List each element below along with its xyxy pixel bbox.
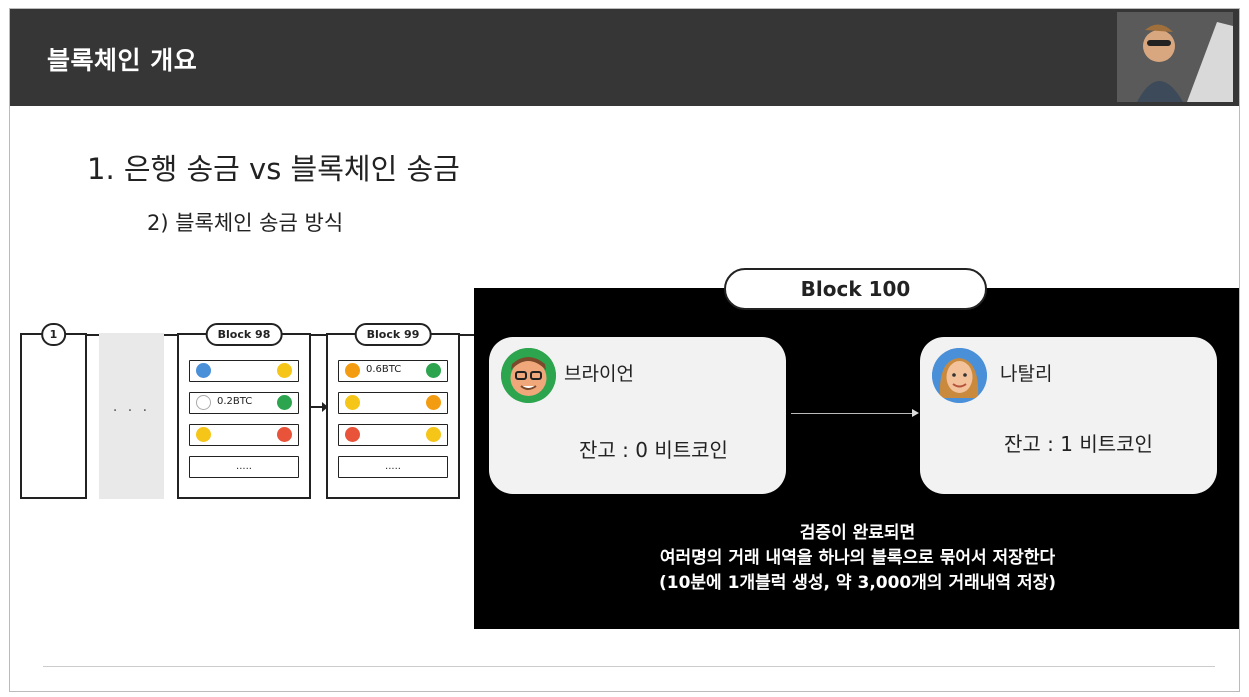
first-block: 1 [20, 323, 87, 499]
user-avatar-icon [345, 427, 360, 442]
sender-balance: 잔고 : 0 비트코인 [579, 438, 728, 462]
user-avatar-icon [426, 395, 441, 410]
transaction-row [338, 424, 448, 446]
transaction-row [189, 360, 299, 382]
block-99-label: Block 99 [354, 323, 432, 346]
user-avatar-icon [426, 427, 441, 442]
chain-arrow [311, 402, 328, 412]
caption-line-2: 여러명의 거래 내역을 하나의 블록으로 묶어서 저장한다 [659, 548, 1056, 568]
caption-line-1: 검증이 완료되면 [799, 523, 916, 543]
transfer-arrow [791, 409, 919, 417]
receiver-balance: 잔고 : 1 비트코인 [1004, 432, 1153, 456]
transaction-amount: 0.6BTC [366, 364, 402, 375]
block-100-label: Block 100 [724, 268, 987, 310]
receiver-name: 나탈리 [1000, 363, 1053, 385]
user-avatar-icon [426, 363, 441, 378]
user-avatar-icon [196, 395, 211, 410]
sender-card: 브라이언 잔고 : 0 비트코인 [489, 337, 786, 494]
block-99: Block 99 0.6BTC ..... [326, 323, 460, 499]
user-avatar-icon [345, 395, 360, 410]
receiver-card: 나탈리 잔고 : 1 비트코인 [920, 337, 1217, 494]
user-avatar-icon [196, 427, 211, 442]
user-avatar-icon [277, 427, 292, 442]
slide: 블록체인 개요 1. 은행 송금 vs 블록체인 송금 2) 블록체인 송금 방… [9, 8, 1240, 692]
user-avatar-icon [277, 363, 292, 378]
ellipsis: · · · [112, 403, 151, 419]
transaction-row [338, 392, 448, 414]
omitted-blocks: · · · [99, 333, 164, 499]
caption-line-3: (10분에 1개블럭 생성, 약 3,000개의 거래내역 저장) [658, 573, 1056, 593]
user-avatar-icon [277, 395, 292, 410]
transaction-row: 0.2BTC [189, 392, 299, 414]
transaction-row [189, 424, 299, 446]
transaction-row: 0.6BTC [338, 360, 448, 382]
user-avatar-icon [196, 363, 211, 378]
transaction-amount: 0.2BTC [217, 396, 253, 407]
sender-avatar-icon [501, 348, 556, 403]
section-heading: 1. 은행 송금 vs 블록체인 송금 [87, 152, 460, 186]
subsection-heading: 2) 블록체인 송금 방식 [147, 211, 344, 235]
footer-divider [43, 666, 1215, 667]
user-avatar-icon [345, 363, 360, 378]
more-transactions: ..... [385, 461, 401, 472]
block-98-label: Block 98 [205, 323, 283, 346]
receiver-avatar-icon [932, 348, 987, 403]
sender-name: 브라이언 [564, 363, 634, 385]
transaction-row-more: ..... [338, 456, 448, 478]
slide-header: 블록체인 개요 [10, 9, 1239, 106]
presenter-photo [1117, 12, 1233, 102]
more-transactions: ..... [236, 461, 252, 472]
first-block-label: 1 [40, 323, 67, 346]
transaction-row-more: ..... [189, 456, 299, 478]
block-98: Block 98 0.2BTC ..... [177, 323, 311, 499]
header-title: 블록체인 개요 [47, 46, 198, 75]
